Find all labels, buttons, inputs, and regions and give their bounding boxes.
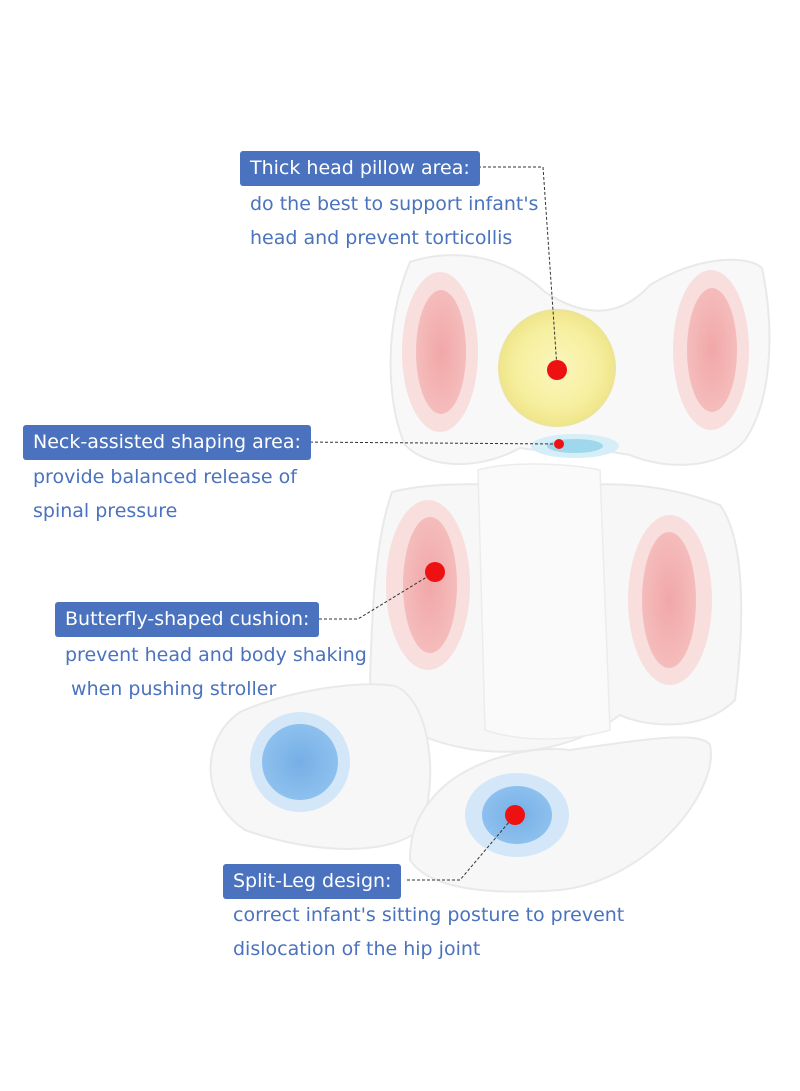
head-pillow-label: Thick head pillow area:	[240, 151, 480, 186]
leader-line-head	[473, 166, 558, 369]
butterfly-cushion-desc-line-1: prevent head and body shaking	[65, 644, 367, 666]
split-leg-label: Split-Leg design:	[223, 864, 402, 899]
body-right-pink-pad	[642, 532, 696, 668]
marker-leg-dot	[505, 805, 525, 825]
neck-shaping-desc-line-1: provide balanced release of	[33, 466, 297, 488]
split-leg-desc-line-2: dislocation of the hip joint	[233, 938, 481, 960]
head-right-pink-pad	[687, 288, 737, 412]
head-pillow-desc-line-1: do the best to support infant's	[250, 193, 539, 215]
butterfly-cushion-label: Butterfly-shaped cushion:	[55, 602, 320, 637]
spine-strip-shape	[477, 463, 611, 740]
neck-shaping-label: Neck-assisted shaping area:	[23, 425, 311, 460]
leader-line-leg	[407, 814, 516, 881]
body-left-pink-pad	[403, 517, 457, 653]
leader-line-neck	[299, 441, 559, 445]
marker-head-dot	[547, 360, 567, 380]
head-left-pink-pad	[416, 290, 466, 414]
head-pillow-desc-line-2: head and prevent torticollis	[250, 227, 513, 249]
butterfly-cushion-desc-line-2: when pushing stroller	[65, 678, 277, 700]
neck-shaping-desc-line-2: spinal pressure	[33, 500, 178, 522]
marker-butterfly-dot	[425, 562, 445, 582]
split-leg-desc-line-1: correct infant's sitting posture to prev…	[233, 904, 625, 926]
left-leg-blue-pad	[262, 724, 338, 800]
marker-neck-dot	[554, 439, 564, 449]
